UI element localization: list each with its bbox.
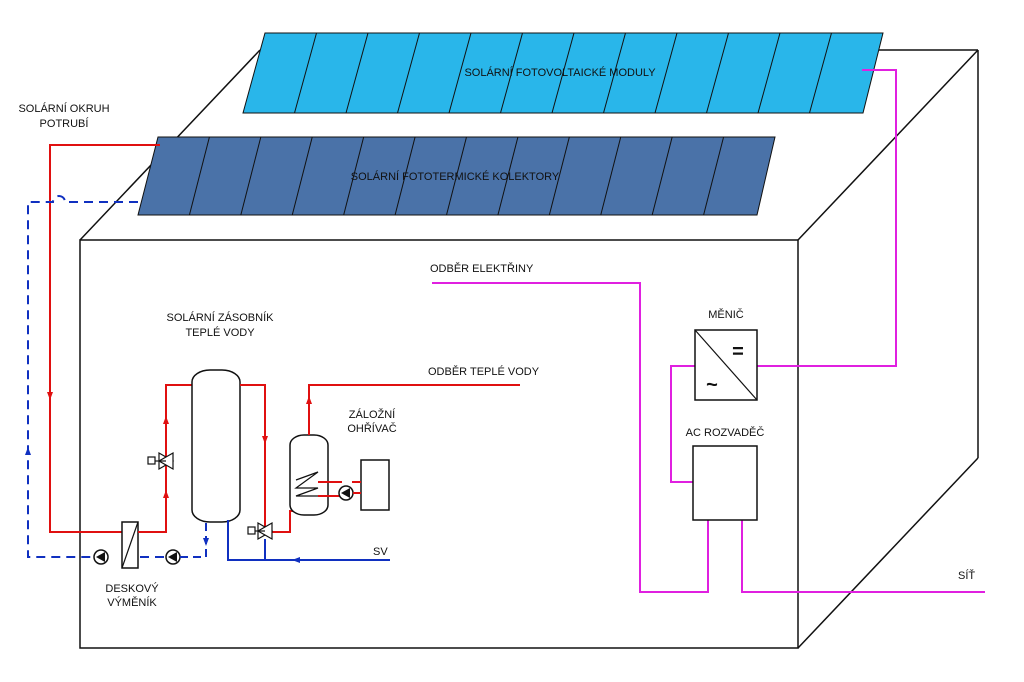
inverter-dc-icon: = <box>732 341 744 363</box>
panel-divider <box>394 136 416 216</box>
panel-divider <box>448 32 472 114</box>
cold-water-supply-pipe <box>227 520 390 561</box>
electricity-draw-label: ODBĚR ELEKTŘINY <box>430 262 534 275</box>
plate-heat-exchanger-diagonal <box>121 521 139 569</box>
solar-hot-pipe <box>47 144 160 533</box>
thermal-collectors-array: SOLÁRNÍ FOTOTERMICKÉ KOLEKTORY <box>137 136 776 216</box>
backup-heater <box>289 434 390 516</box>
panel-divider <box>497 136 519 216</box>
cold-water-label: SV <box>373 546 388 558</box>
grid-label: SÍŤ <box>958 569 975 582</box>
panel-divider <box>294 32 317 114</box>
panel-divider <box>651 136 673 216</box>
thermal-collector-dividers <box>188 136 725 216</box>
tank-outlet-flow-arrow <box>262 436 268 444</box>
inverter-diagonal <box>694 329 758 401</box>
solar-return-pipe-path <box>27 195 138 558</box>
electric-wiring <box>432 69 985 593</box>
panel-divider <box>291 136 313 216</box>
panel-divider <box>500 32 523 114</box>
storage-tank-body <box>191 369 241 523</box>
plate-heat-exchanger <box>121 521 139 569</box>
building-bottom-right-edge <box>797 457 979 649</box>
cold-water-flow-arrow <box>292 557 300 563</box>
pv-module-dividers <box>294 32 832 114</box>
secondary-return-pipe <box>180 522 207 558</box>
three-way-valve-left-icon <box>147 451 175 471</box>
hot-water-draw-label: ODBĚR TEPLÉ VODY <box>428 365 540 378</box>
panel-divider <box>603 32 626 114</box>
pv-modules-array: SOLÁRNÍ FOTOVOLTAICKÉ MODULY <box>242 32 884 114</box>
grid-cable <box>741 520 985 593</box>
pv-to-inverter-cable <box>757 69 897 367</box>
electricity-draw-cable <box>432 282 709 593</box>
panel-divider <box>703 136 725 216</box>
storage-label-line1: SOLÁRNÍ ZÁSOBNÍK <box>167 311 275 324</box>
storage-label-line2: TEPLÉ VODY <box>185 326 255 339</box>
panel-divider <box>343 136 365 216</box>
panel-divider <box>809 32 832 114</box>
panel-divider <box>551 32 575 114</box>
panel-divider <box>240 136 262 216</box>
panel-divider <box>345 32 369 114</box>
inverter-label: MĚNIČ <box>708 308 744 321</box>
secondary-flow-arrow-1 <box>163 490 169 498</box>
backup-label-line2: OHŘÍVAČ <box>347 422 396 435</box>
ac-switchboard-label: AC ROZVADĚČ <box>686 426 765 439</box>
panel-divider <box>757 32 781 114</box>
hot-water-flow-arrow <box>306 396 312 404</box>
panel-divider <box>706 32 729 114</box>
inverter-to-switchboard-cable <box>670 365 695 483</box>
panel-divider <box>397 32 420 114</box>
exchanger-label-line1: DESKOVÝ <box>105 582 159 595</box>
inverter-ac-icon: ~ <box>706 374 718 396</box>
panel-divider <box>188 136 210 216</box>
pv-modules-label: SOLÁRNÍ FOTOVOLTAICKÉ MODULY <box>464 66 656 79</box>
solar-return-pipe <box>27 195 168 558</box>
panel-divider <box>654 32 678 114</box>
three-way-valve-right-icon <box>247 521 274 541</box>
solar-circuit-label-line1: SOLÁRNÍ OKRUH <box>18 102 109 115</box>
panel-divider <box>446 136 467 216</box>
solar-pump-icon <box>93 549 109 565</box>
thermal-collectors-label: SOLÁRNÍ FOTOTERMICKÉ KOLEKTORY <box>351 170 560 183</box>
solar-return-flow-arrow <box>25 447 31 455</box>
backup-boiler-box <box>360 459 390 511</box>
backup-heater-coil-icon <box>294 471 319 497</box>
backup-pump-icon <box>338 485 354 501</box>
building-front-face <box>79 239 799 649</box>
panel-divider <box>548 136 570 216</box>
solar-supply-pipe <box>49 144 160 533</box>
secondary-return-flow-arrow <box>203 538 209 546</box>
inverter: = ~ <box>694 329 758 401</box>
secondary-return-pump-icon <box>165 549 181 565</box>
solar-supply-flow-arrow <box>47 392 53 400</box>
backup-label-line1: ZÁLOŽNÍ <box>349 408 396 421</box>
exchanger-label-line2: VÝMĚNÍK <box>107 596 157 609</box>
ac-switchboard-box <box>692 445 758 521</box>
building-roof-right-edge <box>797 49 979 241</box>
panel-divider <box>600 136 622 216</box>
solar-storage-tank <box>191 369 241 523</box>
secondary-flow-arrow-2 <box>163 416 169 424</box>
solar-circuit-label-line2: POTRUBÍ <box>40 117 90 130</box>
hot-water-draw-pipe <box>308 384 520 435</box>
